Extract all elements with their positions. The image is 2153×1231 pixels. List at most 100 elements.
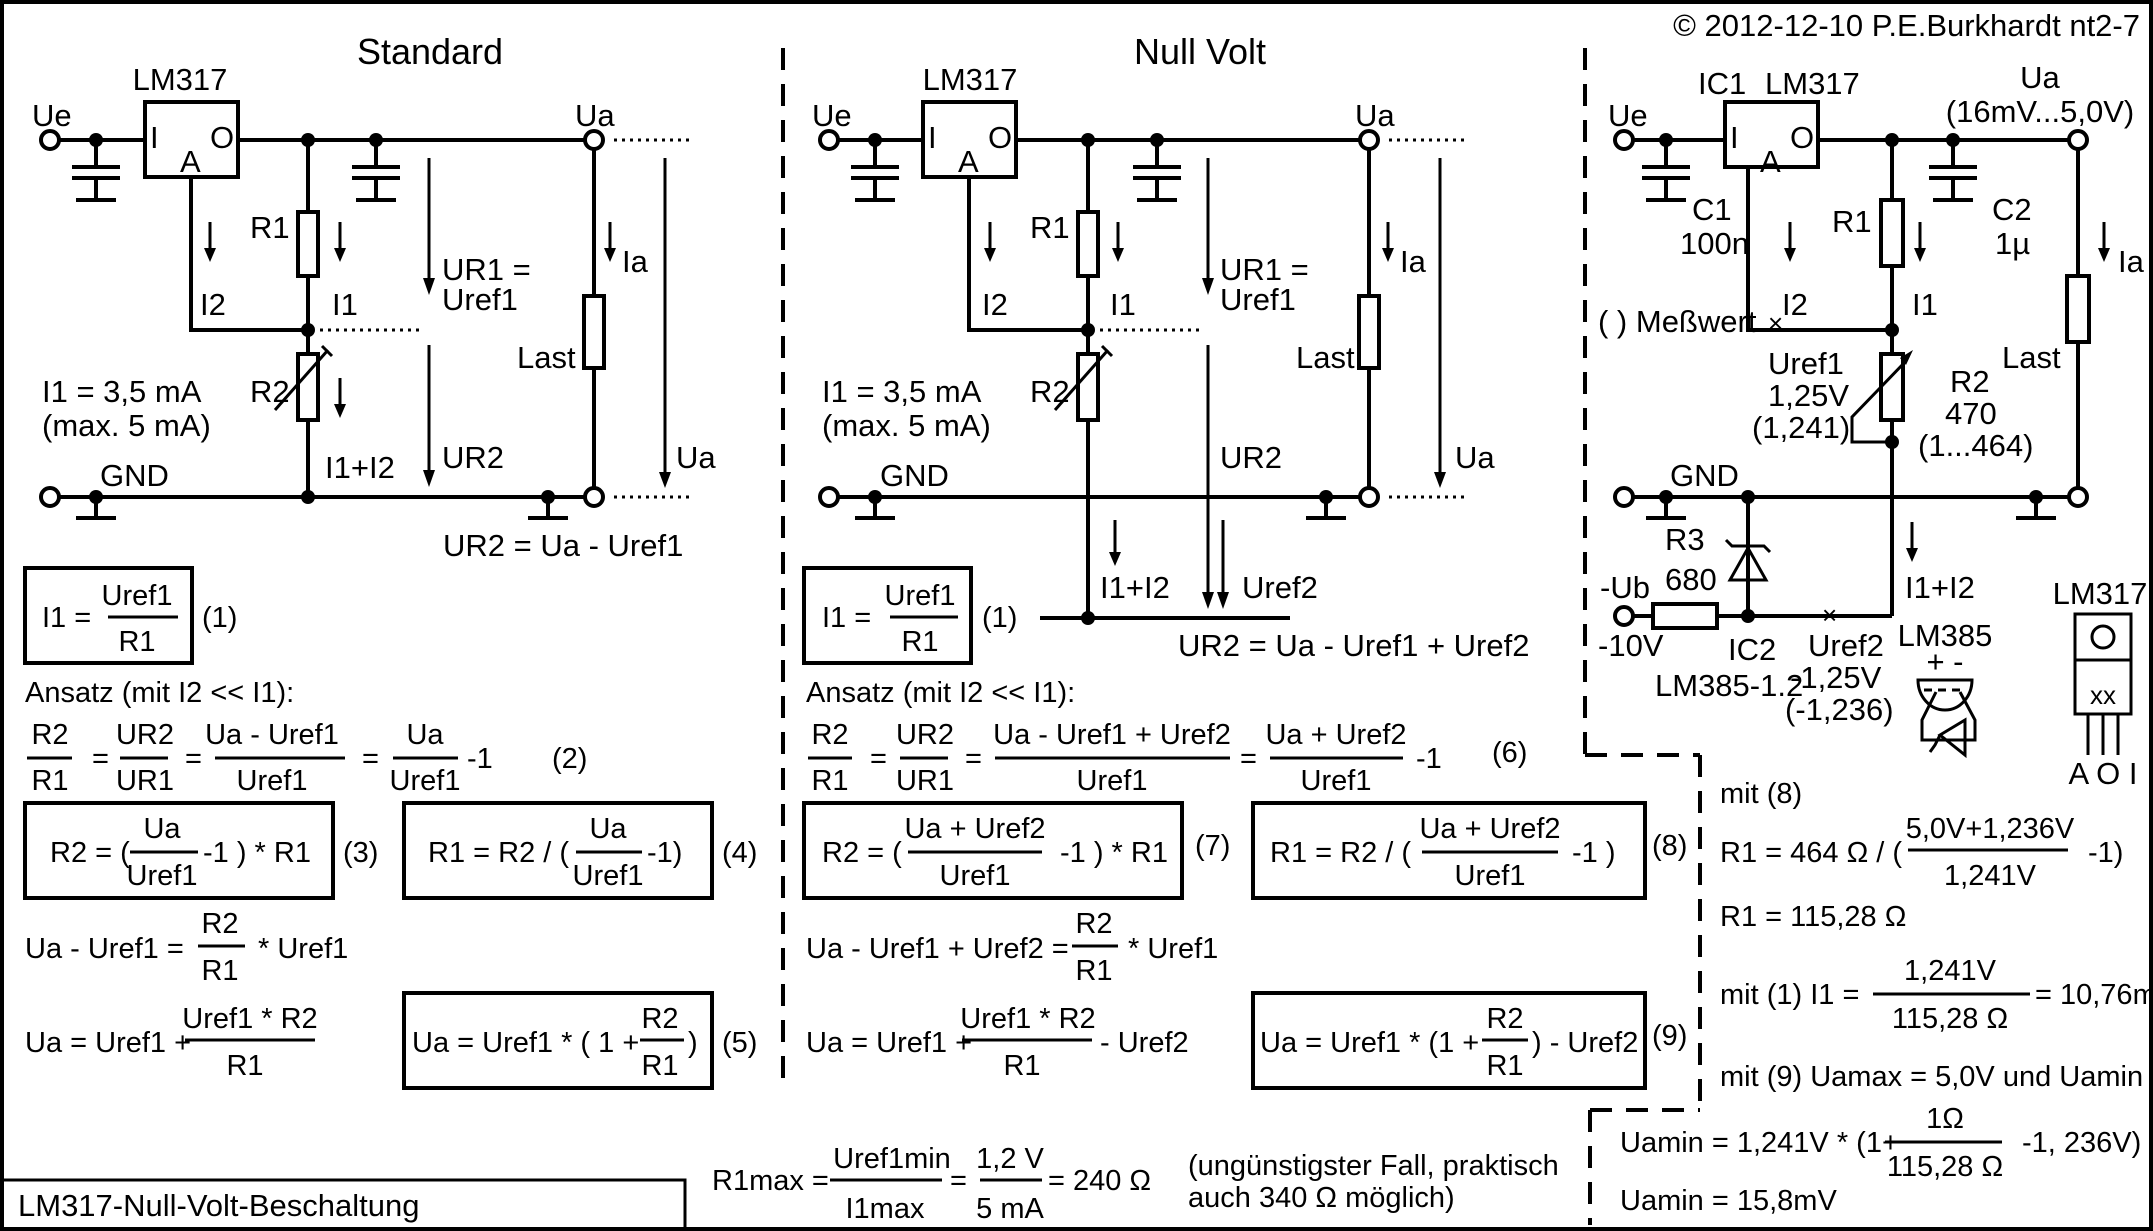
r1max-lhs: R1max =	[712, 1165, 829, 1197]
wire	[1053, 349, 1110, 411]
nv-eq-b-num: Uref1 * R2	[960, 1003, 1095, 1035]
eq-b-num: Uref1 * R2	[182, 1003, 317, 1035]
uref2-value: -1,25V	[1790, 660, 1882, 695]
practical-circuit: IC1 LM317 Ua (16mV...5,0V) Ue C1 100n I …	[1598, 60, 2147, 791]
practical-r1	[1879, 198, 1905, 268]
eq7-tag: (7)	[1195, 830, 1230, 862]
wire	[204, 248, 216, 262]
ic2-type: LM385-1.2	[1655, 668, 1803, 703]
label-text: =	[870, 743, 887, 775]
eq2-f3n: Ua - Uref1	[205, 719, 339, 751]
r1max-note-2: auch 340 Ω möglich)	[1188, 1182, 1455, 1214]
eq3-tag: (3)	[343, 837, 378, 869]
nv-ua-label: Ua	[1355, 98, 1395, 133]
ur2-label: UR2	[442, 440, 504, 475]
wire	[320, 344, 334, 358]
practical-r2	[1879, 352, 1905, 422]
r1max-f2d: 5 mA	[976, 1193, 1044, 1225]
eq2-f3d: Uref1	[237, 765, 308, 797]
uref1-value: 1,25V	[1768, 378, 1849, 413]
copyright-text: © 2012-12-10 P.E.Burkhardt nt2-7	[1673, 8, 2140, 43]
eq7-num: Ua + Uref2	[904, 813, 1045, 845]
ua-terminal	[583, 129, 605, 151]
eq7-tail: -1 ) * R1	[1060, 837, 1168, 869]
wire	[604, 248, 616, 262]
wire	[1928, 734, 1942, 753]
nv-eq1-box	[802, 566, 973, 665]
practical-load	[2065, 274, 2091, 344]
eq8-tag: (8)	[1652, 830, 1687, 862]
lm385-package-icon	[1916, 678, 1974, 712]
r1calc-den: 1,241V	[1944, 860, 2037, 892]
junction-dot	[1613, 605, 1635, 627]
wire	[1100, 344, 1114, 358]
wire	[423, 278, 435, 295]
nv-eq-a-tail: * Uref1	[1128, 933, 1218, 965]
junction-dot	[1885, 435, 1899, 449]
wire	[1906, 548, 1918, 562]
junction-dot	[818, 486, 840, 508]
wire	[1784, 248, 1796, 262]
ua-arrow-label: Ua	[676, 440, 716, 475]
eq2-f1n: R2	[31, 719, 68, 751]
wire	[1724, 538, 1772, 554]
last-label: Last	[517, 340, 576, 375]
standard-r1	[296, 210, 320, 278]
nv-eq1-tag: (1)	[982, 602, 1017, 634]
eq5-den: R1	[641, 1050, 678, 1082]
eq1-lhs: I1 =	[42, 602, 91, 634]
nv-r1-label: R1	[1030, 210, 1070, 245]
junction-dot	[1741, 609, 1755, 623]
nv-i1-max-note: (max. 5 mA)	[822, 408, 991, 443]
r1max-result: = 240 Ω	[1048, 1165, 1151, 1197]
uamin-num: 1Ω	[1926, 1103, 1964, 1135]
eq7-den: Uref1	[940, 860, 1011, 892]
ur1-label: UR1 =	[442, 252, 531, 287]
mit8-text: mit (8)	[1720, 778, 1802, 810]
wire	[1900, 350, 1913, 365]
eq2-f2d: UR1	[116, 765, 174, 797]
eq9-tag: (9)	[1652, 1020, 1687, 1052]
eq3-tail: -1 ) * R1	[203, 837, 311, 869]
r1calc-tail: -1)	[2088, 837, 2123, 869]
wire	[1202, 592, 1214, 609]
r3-label: R3	[1665, 522, 1705, 557]
pin-i-label: I	[150, 120, 159, 155]
ue-terminal	[39, 129, 61, 151]
wire	[189, 177, 308, 332]
wire	[967, 177, 1088, 332]
nv-r2-label: R2	[1030, 374, 1070, 409]
footer-title-box	[0, 1178, 687, 1231]
eq1-tag: (1)	[202, 602, 237, 634]
p-ua-label: Ua	[2020, 60, 2060, 95]
ia-label: Ia	[622, 244, 649, 279]
eq5-box	[402, 991, 714, 1090]
uref2-measured: (-1,236)	[1785, 692, 1894, 727]
p-i1i2-label: I1+I2	[1905, 570, 1975, 605]
standard-title: Standard	[357, 31, 503, 72]
r2-measured: (1...464)	[1918, 428, 2033, 463]
eq4-tag: (4)	[722, 837, 757, 869]
p-ia-label: Ia	[2118, 244, 2145, 279]
uamin-lhs: Uamin = 1,241V * (1+	[1620, 1127, 1899, 1159]
i2-label: I2	[200, 287, 226, 322]
r1-label: R1	[250, 210, 290, 245]
junction-dot	[1613, 486, 1635, 508]
ic2-label: IC2	[1728, 632, 1776, 667]
nv-ur2-label: UR2	[1220, 440, 1282, 475]
eq5-num: R2	[641, 1003, 678, 1035]
i1-label: I1	[332, 287, 358, 322]
ur1-uref1-label: Uref1	[442, 282, 518, 317]
junction-dot	[1081, 611, 1095, 625]
wire	[1217, 592, 1229, 609]
eq9-tail: ) - Uref2	[1532, 1027, 1638, 1059]
standard-load	[582, 294, 606, 370]
lm385-pkg-label: LM385	[1898, 618, 1993, 653]
lm385-pins: + -	[1926, 644, 1963, 679]
eq2-eq1: =	[92, 743, 109, 775]
label-text: O	[1790, 120, 1814, 155]
junction-dot	[1358, 129, 1380, 151]
uamin-tail: -1, 236V)	[2022, 1127, 2141, 1159]
nv-i1-label: I1	[1110, 287, 1136, 322]
wire	[1109, 552, 1121, 566]
